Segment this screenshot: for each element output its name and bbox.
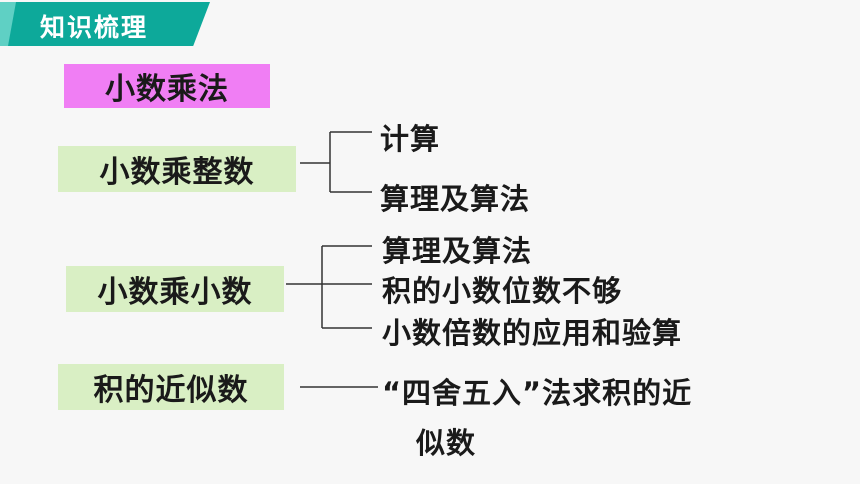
branch-box-integer: 小数乘整数 — [58, 146, 296, 192]
leaf-label: 小数倍数的应用和验算 — [382, 316, 683, 350]
branch-box-approx: 积的近似数 — [58, 364, 284, 410]
leaf-label: 积的小数位数不够 — [382, 274, 623, 308]
topic-box: 小数乘法 — [64, 64, 270, 108]
leaf-label: 算理及算法 — [380, 182, 531, 216]
section-title: 知识梳理 — [40, 13, 149, 42]
leaf-label: 计算 — [380, 122, 441, 156]
leaf-label: “四舍五入”法求积的近 — [382, 376, 693, 410]
branch-box-decimal: 小数乘小数 — [66, 266, 284, 312]
leaf-label: 算理及算法 — [382, 234, 533, 268]
section-header-tag: 知识梳理 — [0, 2, 210, 46]
leaf-label: 似数 — [416, 426, 477, 460]
